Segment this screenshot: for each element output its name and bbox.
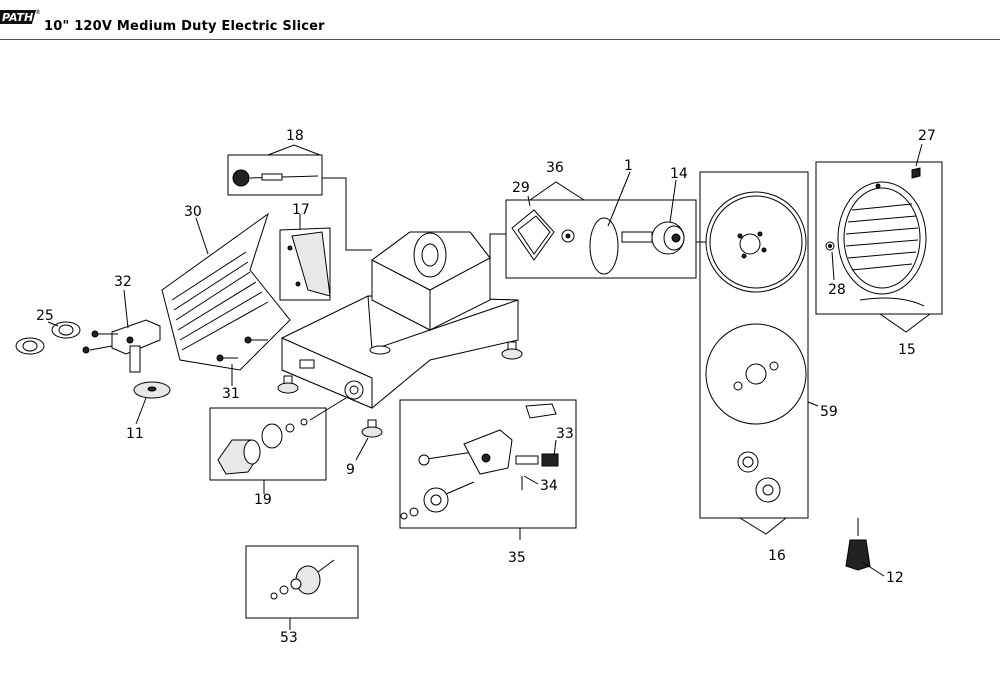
part-32-carriage-block — [111, 289, 161, 373]
part-36-drive-group — [489, 171, 712, 279]
label-31: 31 — [222, 386, 240, 402]
label-28: 28 — [828, 282, 846, 298]
label-36: 36 — [546, 160, 564, 176]
slicer-body — [277, 231, 523, 438]
label-53: 53 — [280, 630, 298, 646]
label-35: 35 — [508, 550, 526, 566]
part-30-guard-plate — [161, 212, 291, 371]
part-53-group — [245, 545, 359, 630]
page-header: PATH ® 10" 120V Medium Duty Electric Sli… — [0, 0, 1000, 40]
label-33: 33 — [556, 426, 574, 442]
label-16: 16 — [768, 548, 786, 564]
leader-33 — [553, 439, 557, 457]
part-18-cable-group — [227, 144, 372, 251]
label-9: 9 — [346, 462, 355, 478]
label-14: 14 — [670, 166, 688, 182]
leader-34 — [523, 475, 539, 485]
label-11: 11 — [126, 426, 144, 442]
part-17-bracket-group — [279, 214, 331, 301]
brand-text: PATH — [2, 11, 33, 24]
label-25: 25 — [36, 308, 54, 324]
label-30: 30 — [184, 204, 202, 220]
part-31-screws — [216, 336, 268, 386]
label-12: 12 — [886, 570, 904, 586]
label-18: 18 — [286, 128, 304, 144]
callout-labels: 1 9 11 12 14 15 16 17 18 19 25 27 28 29 … — [36, 128, 936, 646]
label-59: 59 — [820, 404, 838, 420]
part-12-oil-bottle — [845, 518, 885, 577]
header-rule — [0, 39, 1000, 40]
registered-mark: ® — [35, 9, 40, 16]
part-25-end-caps — [15, 321, 118, 355]
label-27: 27 — [918, 128, 936, 144]
part-15-guard-group — [815, 143, 943, 333]
leader-9 — [355, 437, 369, 461]
part-11-pad — [133, 381, 171, 425]
part-35-carriage-group — [399, 399, 577, 540]
label-32: 32 — [114, 274, 132, 290]
brand-logo: PATH ® — [0, 9, 40, 24]
label-19: 19 — [254, 492, 272, 508]
part-16-blade-group — [699, 171, 819, 535]
label-15: 15 — [898, 342, 916, 358]
label-1: 1 — [624, 158, 633, 174]
label-29: 29 — [512, 180, 530, 196]
page-title: 10" 120V Medium Duty Electric Slicer — [44, 19, 325, 34]
part-19-knob-group — [209, 397, 347, 494]
label-17: 17 — [292, 202, 310, 218]
label-34: 34 — [540, 478, 558, 494]
